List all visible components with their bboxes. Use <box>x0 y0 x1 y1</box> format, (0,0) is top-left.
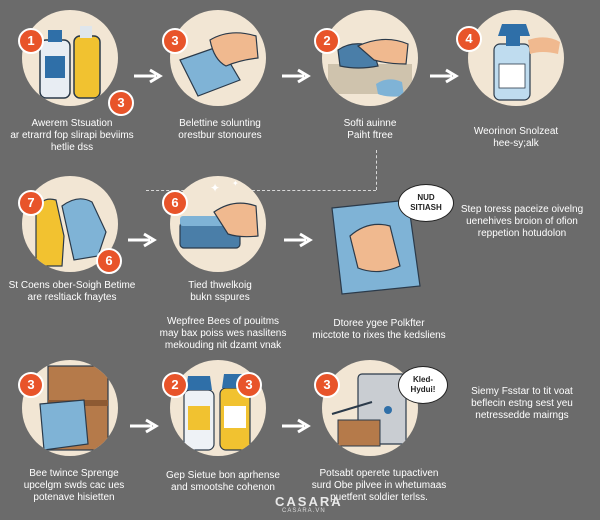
step-caption: Belettine solunting orestbur stonoures <box>178 118 262 141</box>
sponge-sparkle-illustration: ✦ ✦ <box>170 176 266 272</box>
arrow-right-icon <box>282 68 311 84</box>
logo-subtext: CASARA.VN <box>282 508 326 514</box>
step-caption: Potsabt operete tupactiven surd Obe pilv… <box>311 468 447 503</box>
step-number-badge: 4 <box>456 26 482 52</box>
step-number-badge: 1 <box>18 28 44 54</box>
logo-text: CASARA <box>275 494 343 509</box>
arrow-right-icon <box>284 232 313 248</box>
step-caption: Bee twince Sprenge upcelgm swds cac ues … <box>23 468 125 503</box>
arrow-right-icon <box>130 418 159 434</box>
step-number-badge: 3 <box>314 372 340 398</box>
arrow-right-icon <box>430 68 459 84</box>
svg-text:✦: ✦ <box>232 179 239 188</box>
step-caption: Gep Sietue bon aprhense and smootshe coh… <box>166 470 280 493</box>
step-number-badge: 3 <box>162 28 188 54</box>
step-number-badge: 6 <box>162 190 188 216</box>
step-caption: Softi auinne Paiht ftree <box>343 118 397 141</box>
side-note: Step toress paceize oivelng uenehives br… <box>460 204 584 239</box>
connector-line <box>146 190 376 191</box>
connector-line <box>376 150 377 190</box>
step-caption: Awerem Stsuation ar etrarrd fop slirapi … <box>10 118 134 153</box>
spray-bottle-illustration <box>468 10 564 106</box>
step-number-badge: 3 <box>236 372 262 398</box>
step-note: Wepfree Bees of pouitms may bax poiss we… <box>159 316 287 351</box>
svg-text:✦: ✦ <box>210 181 220 195</box>
step-number-badge: 2 <box>314 28 340 54</box>
step-number-badge: 6 <box>96 248 122 274</box>
towel-hand-illustration <box>331 199 421 295</box>
step-number-badge: 7 <box>18 190 44 216</box>
speech-bubble: NUD SITIASH <box>398 184 454 222</box>
bottles-illustration <box>22 10 118 106</box>
step-caption: Weorinon Snolzeat hee-sy;alk <box>473 126 559 149</box>
arrow-right-icon <box>282 418 311 434</box>
side-note: Siemy Fsstar to tit voat beflecin estng … <box>471 386 573 421</box>
step-caption: Dtoree ygee Polkfter micctote to rixes t… <box>312 318 446 341</box>
wipe-cloth-illustration <box>170 10 266 106</box>
arrow-right-icon <box>128 232 157 248</box>
step-number-badge: 3 <box>18 372 44 398</box>
speech-bubble: Kled- Hydui! <box>398 366 448 404</box>
step-number-badge: 3 <box>108 90 134 116</box>
sponge-wipe-illustration <box>322 10 418 106</box>
appliance-clean-illustration <box>322 360 418 456</box>
step-caption: St Coens ober-Soigh Betime are resltiack… <box>8 280 136 303</box>
step-number-badge: 2 <box>162 372 188 398</box>
step-caption: Tied thwelkoig bukn sspures <box>188 280 252 303</box>
arrow-right-icon <box>134 68 163 84</box>
